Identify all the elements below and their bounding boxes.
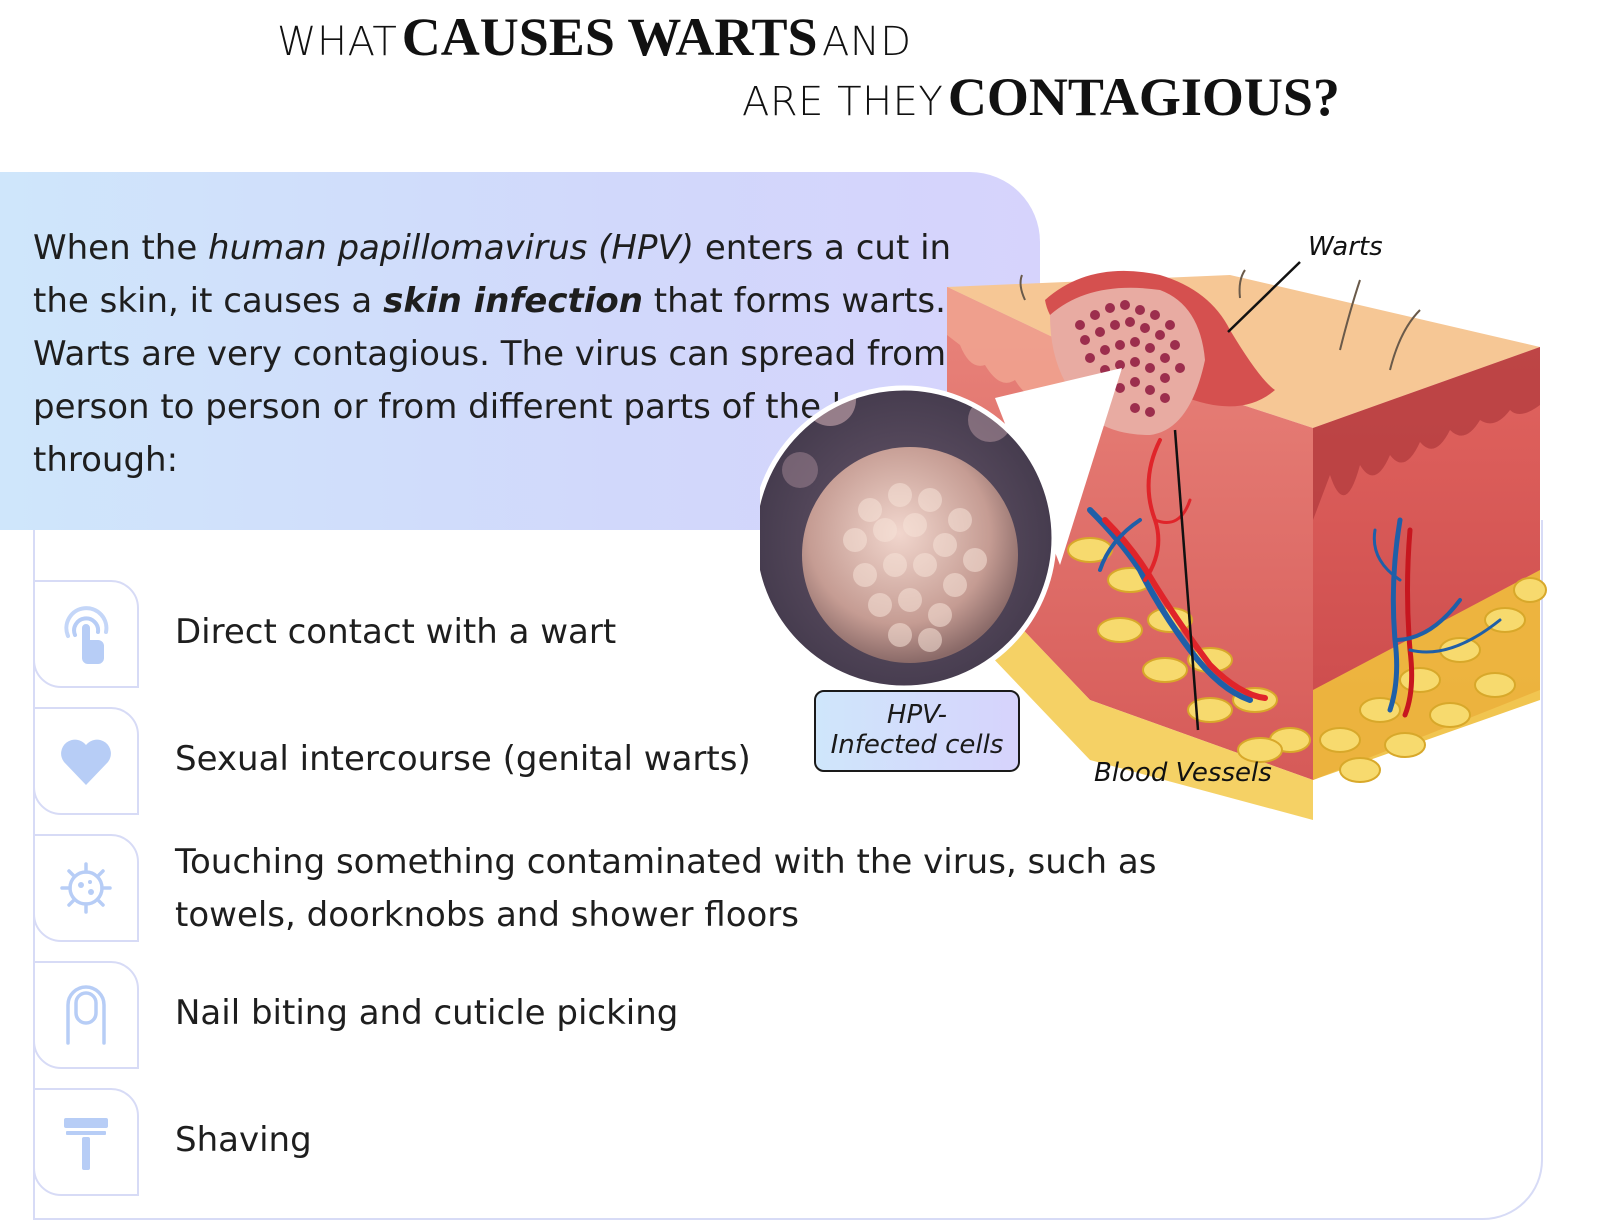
title-are-they: ARE THEY: [742, 79, 944, 125]
icon-tile: [33, 834, 139, 942]
title-causes-warts: CAUSES WARTS: [401, 7, 818, 67]
label-blood-vessels: Blood Vessels: [1094, 758, 1272, 788]
label-warts: Warts: [1308, 232, 1383, 262]
page-title: WHAT CAUSES WARTS AND ARE THEY CONTAGIOU…: [0, 0, 1600, 150]
item-nail-biting: Nail biting and cuticle picking: [175, 993, 679, 1033]
list-item: Sexual intercourse (genital warts): [33, 707, 1333, 817]
title-word-and: AND: [822, 19, 912, 65]
icon-tile: [33, 707, 139, 815]
item-contaminated-objects: Touching something contaminated with the…: [175, 842, 1157, 935]
list-item: Touching something contaminated with the…: [33, 834, 1333, 944]
list-item: Nail biting and cuticle picking: [33, 961, 1333, 1071]
icon-tile: [33, 1088, 139, 1196]
title-line-1: WHAT CAUSES WARTS AND: [277, 10, 912, 64]
skin-cross-section-illustration: [760, 261, 1547, 820]
callout-hpv-infected-cells: HPV- Infected cells: [814, 690, 1020, 772]
title-line-2: ARE THEY CONTAGIOUS?: [742, 70, 1340, 124]
razor-icon: [64, 1118, 108, 1170]
intro-hpv-term: human papillomavirus (HPV): [208, 228, 695, 268]
intro-skin-infection: skin infection: [383, 281, 643, 321]
icon-tile: [33, 961, 139, 1069]
title-word-what: WHAT: [277, 19, 398, 65]
touch-icon: [64, 606, 109, 664]
heart-icon: [61, 739, 111, 785]
item-direct-contact: Direct contact with a wart: [175, 612, 617, 652]
list-item: Direct contact with a wart: [33, 580, 1333, 690]
virus-icon: [60, 862, 112, 914]
fingernail-icon: [66, 985, 106, 1045]
list-item: Shaving: [33, 1088, 1333, 1198]
item-shaving: Shaving: [175, 1120, 312, 1160]
title-contagious: CONTAGIOUS?: [947, 67, 1340, 127]
intro-text-3: that forms warts. Warts are very contagi…: [33, 281, 947, 480]
intro-paragraph: When the human papillomavirus (HPV) ente…: [33, 222, 973, 487]
intro-text-2: enters a cut in the skin, it causes a: [33, 228, 952, 321]
intro-text-1: When the: [33, 228, 209, 268]
callout-line-1: HPV-: [886, 700, 948, 730]
item-sexual-intercourse: Sexual intercourse (genital warts): [175, 739, 751, 779]
icon-tile: [33, 580, 139, 688]
callout-line-2: Infected cells: [830, 730, 1004, 760]
